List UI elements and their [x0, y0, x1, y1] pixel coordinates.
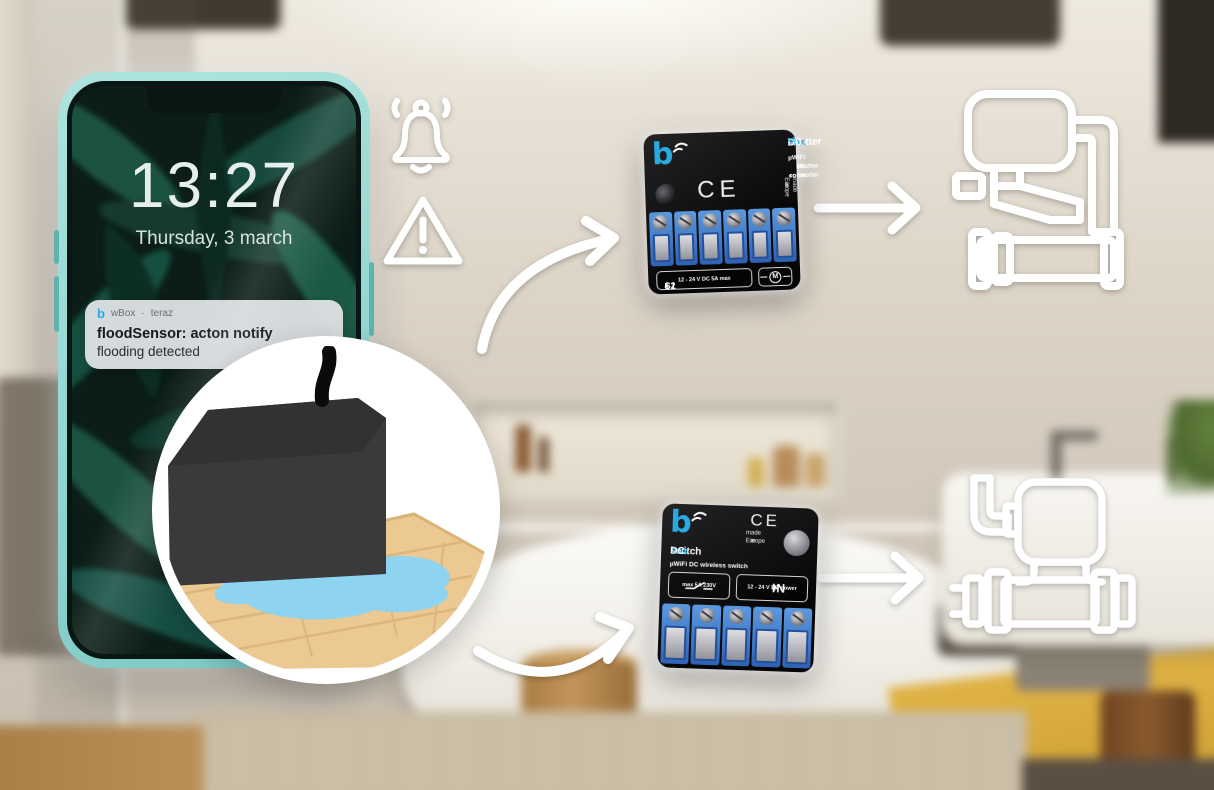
wall-pillar [0, 0, 36, 421]
cosmetic-bottle [539, 437, 549, 473]
towel-stack [1015, 643, 1150, 691]
screw-terminal [751, 606, 782, 668]
shelf-jar [805, 453, 825, 487]
wifi-waves-icon [691, 511, 707, 522]
rating-label: 12 - 24 V DC 5A max S1 - + S2 [656, 267, 753, 291]
wifi-waves-icon [672, 142, 688, 153]
motor-symbol: M [769, 270, 782, 283]
screw-terminal [698, 210, 723, 265]
faucet [1050, 431, 1062, 479]
terminal-label-s2: S2 [664, 280, 676, 291]
product-subtitle: µWiFi DC wireless switch [669, 560, 748, 571]
blebox-logo: b [669, 504, 693, 541]
terminal-block [648, 207, 797, 267]
ceiling-light-slot [879, 0, 1061, 46]
screw-terminal [781, 607, 813, 669]
lock-screen-date: Thursday, 3 march [135, 228, 293, 249]
volume-button [54, 276, 59, 332]
notification-app-name: wBox [110, 308, 136, 319]
flood-sensor-body [168, 346, 386, 586]
mounting-screw [783, 529, 811, 557]
notification-body: flooding detected [97, 344, 200, 359]
faucet [1050, 431, 1099, 441]
ceiling-light-slot [125, 0, 281, 30]
power-input-label: 12 - 24 V DC power - IN + [735, 573, 809, 603]
ceiling-glow [270, 0, 930, 92]
ce-mark: CE [696, 175, 742, 204]
straight-arrow-to-top-valve [813, 181, 921, 235]
screw-terminal [648, 211, 674, 267]
shelf-jar [772, 445, 800, 487]
terminal-block [660, 603, 813, 669]
ceiling-corner [1158, 0, 1214, 143]
screw-terminal [660, 603, 691, 665]
lock-screen-time: 13:27 [128, 149, 300, 221]
blebox-logo: b [651, 136, 675, 173]
notification-header: b wBox · teraz [97, 305, 331, 321]
phone-notch [147, 86, 281, 113]
sensor-cable [314, 346, 337, 407]
motorized-valve-angle-icon [952, 90, 1124, 290]
ce-mark: CE [750, 510, 781, 531]
curved-arrow-to-switchbox [473, 612, 634, 677]
switch-contact-symbol [685, 582, 713, 590]
curved-arrow-to-shutterbox [477, 216, 619, 354]
motor-output-label: M [757, 266, 793, 287]
screw-terminal [772, 207, 797, 263]
wbox-app-icon: b [97, 305, 105, 321]
status-led [654, 183, 678, 207]
notification-title: floodSensor: acton notify [97, 326, 273, 342]
notification-time: teraz [150, 308, 173, 319]
volume-button [54, 230, 59, 264]
power-button [369, 262, 374, 336]
straight-arrow-to-bottom-valve [816, 551, 924, 605]
plant [1166, 400, 1214, 495]
screw-terminal [673, 210, 699, 266]
motorized-valve-inline-icon [949, 474, 1136, 634]
screw-terminal [747, 208, 773, 264]
warning-triangle-icon [383, 196, 463, 265]
shelf-jar [748, 457, 764, 487]
flood-sensor-inset [152, 336, 500, 684]
flood-sensor-on-wet-floor-illustration [162, 346, 490, 674]
screw-terminal [722, 209, 748, 264]
wood-floor [0, 725, 204, 790]
screw-terminal [721, 605, 752, 667]
floor-shadow [1022, 758, 1214, 790]
notification-bell-icon [391, 98, 451, 174]
notification-separator: · [141, 308, 145, 319]
cosmetic-bottle [515, 424, 531, 473]
screw-terminal [690, 604, 722, 666]
relay-rating-label: max 5A 230V [667, 571, 731, 600]
rug [192, 711, 1028, 790]
plus-label: + [771, 582, 779, 594]
